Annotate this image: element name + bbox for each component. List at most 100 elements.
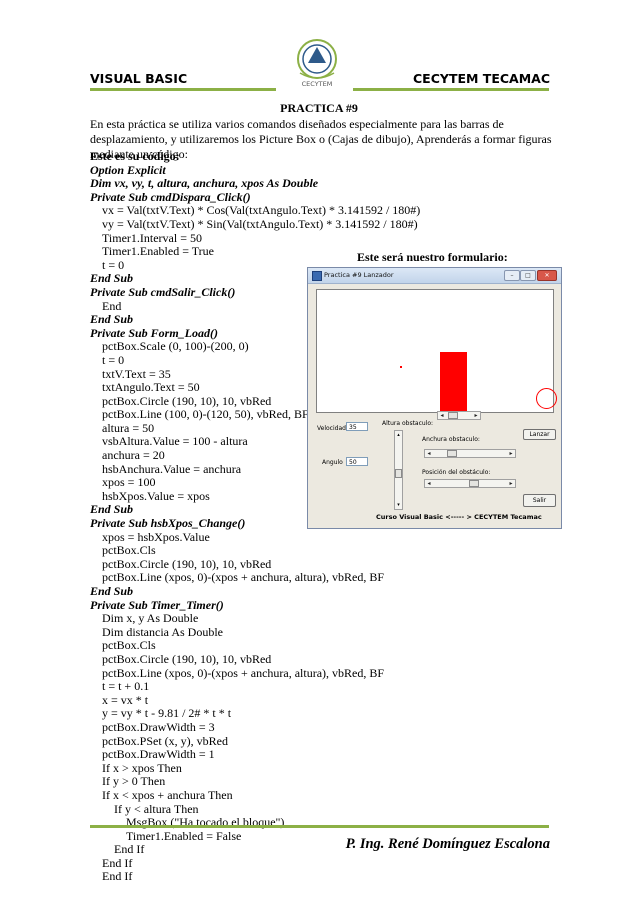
logo-text: CECYTEM [301,80,333,88]
code-line: pctBox.Cls [102,543,156,558]
header-left-title: VISUAL BASIC [90,71,188,86]
code-line: hsbAnchura.Value = anchura [102,461,242,476]
code-line: t = 0 [102,352,125,367]
code-line: If x > xpos Then [102,760,182,775]
code-line: End If [102,855,133,870]
code-line: Timer1.Interval = 50 [102,230,202,245]
salir-button[interactable]: Salir [523,494,556,507]
obstacle-block [440,352,467,412]
code-line: If y > 0 Then [102,774,166,789]
code-line: hsbXpos.Value = xpos [102,488,210,503]
altura-label: Altura obstaculo: [382,420,434,427]
code-line: If x < xpos + anchura Then [102,787,233,802]
minimize-icon[interactable]: – [504,270,520,281]
code-line: pctBox.DrawWidth = 1 [102,747,215,762]
vb-form-window: Practica #9 Lanzador – □ ✕ ◂ ▸ Velocidad… [307,267,562,529]
code-line: End Sub [90,312,134,327]
scroll-up-icon[interactable]: ▴ [397,432,400,438]
header-right-title: CECYTEM TECAMAC [413,71,550,86]
angulo-label: Angulo [322,459,343,466]
header-divider-left [90,88,276,91]
code-line: pctBox.Scale (0, 100)-(200, 0) [102,339,249,354]
code-line: End Sub [90,584,134,598]
code-line: x = vx * t [102,692,149,707]
code-line: Timer1.Enabled = True [102,244,214,259]
posicion-label: Posición del obstáculo: [422,469,491,476]
code-line: t = 0 [102,257,125,272]
close-icon[interactable]: ✕ [537,270,557,281]
app-icon [312,271,322,281]
code-line: pctBox.Line (xpos, 0)-(xpos + anchura, a… [102,570,385,585]
form-caption: Este será nuestro formulario: [357,250,508,264]
code-line: vx = Val(txtV.Text) * Cos(Val(txtAngulo.… [102,203,421,218]
code-line: pctBox.Cls [102,638,156,653]
code-line: pctBox.Circle (190, 10), 10, vbRed [102,651,272,666]
window-titlebar: Practica #9 Lanzador – □ ✕ [308,268,561,284]
header-divider-right [353,88,549,91]
code-line: Dim distancia As Double [102,624,223,639]
projectile-dot [400,366,402,368]
cecytem-logo [297,39,337,79]
code-line: End If [102,869,133,884]
code-line: pctBox.Line (xpos, 0)-(xpos + anchura, a… [102,665,385,680]
angulo-input[interactable]: 50 [346,457,368,466]
anchura-left-icon[interactable]: ◂ [427,450,431,457]
scroll-thumb[interactable] [448,412,458,419]
code-line: xpos = 100 [102,475,156,490]
code-line: t = t + 0.1 [102,679,150,694]
code-line: vsbAltura.Value = 100 - altura [102,434,248,449]
code-line: pctBox.Circle (190, 10), 10, vbRed [102,393,272,408]
altura-thumb[interactable] [395,469,402,478]
code-line: Option Explicit [90,162,166,177]
code-line: If y < altura Then [114,801,199,816]
target-circle [536,388,557,409]
code-line: Timer1.Enabled = False [126,828,242,843]
picture-box [316,289,557,413]
anchura-scrollbar[interactable]: ◂ ▸ [424,449,516,458]
posicion-scrollbar[interactable]: ◂ ▸ [424,479,516,488]
code-line: y = vy * t - 9.81 / 2# * t * t [102,706,232,721]
author-signature: P. Ing. René Domínguez Escalona [345,836,550,852]
code-line: altura = 50 [102,420,155,435]
code-line: xpos = hsbXpos.Value [102,529,210,544]
lanzar-button[interactable]: Lanzar [523,429,556,440]
course-footer-label: Curso Visual Basic <----- > CECYTEM Teca… [376,513,542,521]
posicion-right-icon[interactable]: ▸ [509,480,513,487]
page-title: PRACTICA #9 [280,101,358,115]
code-line: pctBox.PSet (x, y), vbRed [102,733,228,748]
code-line: pctBox.DrawWidth = 3 [102,719,215,734]
code-line: pctBox.Circle (190, 10), 10, vbRed [102,556,272,571]
scroll-down-icon[interactable]: ▾ [397,502,400,508]
scroll-left-icon[interactable]: ◂ [440,412,444,419]
intro-paragraph: En esta práctica se utiliza varios coman… [90,117,552,161]
code-line: txtV.Text = 35 [102,366,171,381]
code-line: Private Sub hsbXpos_Change() [90,516,246,531]
posicion-thumb[interactable] [469,480,479,487]
code-line: End Sub [90,502,134,517]
code-line: Private Sub Form_Load() [90,325,218,340]
anchura-thumb[interactable] [447,450,457,457]
code-line: End [102,298,122,313]
code-line: End If [114,842,145,857]
code-line: Private Sub cmdDispara_Click() [90,189,251,204]
code-line: Dim vx, vy, t, altura, anchura, xpos As … [90,176,319,191]
code-line: txtAngulo.Text = 50 [102,380,200,395]
velocidad-input[interactable]: 35 [346,422,368,431]
posicion-left-icon[interactable]: ◂ [427,480,431,487]
code-line: vy = Val(txtV.Text) * Sin(Val(txtAngulo.… [102,216,418,231]
anchura-label: Anchura obstaculo: [422,436,480,443]
scroll-right-icon[interactable]: ▸ [474,412,478,419]
code-line: Este es su código: [90,149,180,163]
code-line: pctBox.Line (100, 0)-(120, 50), vbRed, B… [102,407,309,422]
code-line: Private Sub cmdSalir_Click() [90,284,236,299]
altura-scrollbar[interactable]: ▴ ▾ [394,430,403,510]
window-title: Practica #9 Lanzador [324,271,394,279]
anchura-right-icon[interactable]: ▸ [509,450,513,457]
maximize-icon[interactable]: □ [520,270,536,281]
picture-scrollbar[interactable]: ◂ ▸ [437,411,481,420]
velocidad-label: Velocidad: [317,425,348,432]
code-line: Dim x, y As Double [102,611,199,626]
code-line: Private Sub Timer_Timer() [90,597,224,612]
code-line: End Sub [90,271,134,286]
